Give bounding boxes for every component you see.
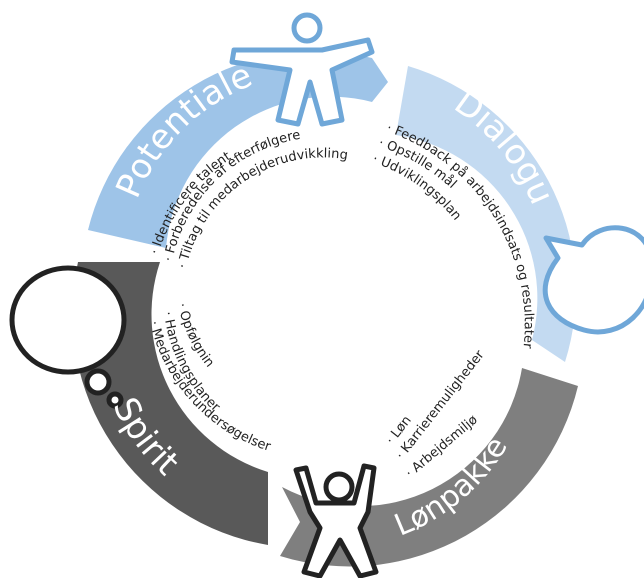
svg-text:· Tiltag til medarbejderudvikk: · Tiltag til medarbejderudvikkling [175, 146, 349, 270]
person-arms-spread-icon [229, 12, 375, 127]
speech-bubble-icon [542, 225, 644, 335]
dialogue-segment [396, 66, 576, 362]
potentiale-item-3: · Tiltag til medarbejderudvikkling [175, 146, 349, 270]
thought-bubble-icon [9, 265, 127, 409]
person-arms-raised-icon [293, 463, 379, 578]
potentiale-segment [88, 51, 388, 249]
